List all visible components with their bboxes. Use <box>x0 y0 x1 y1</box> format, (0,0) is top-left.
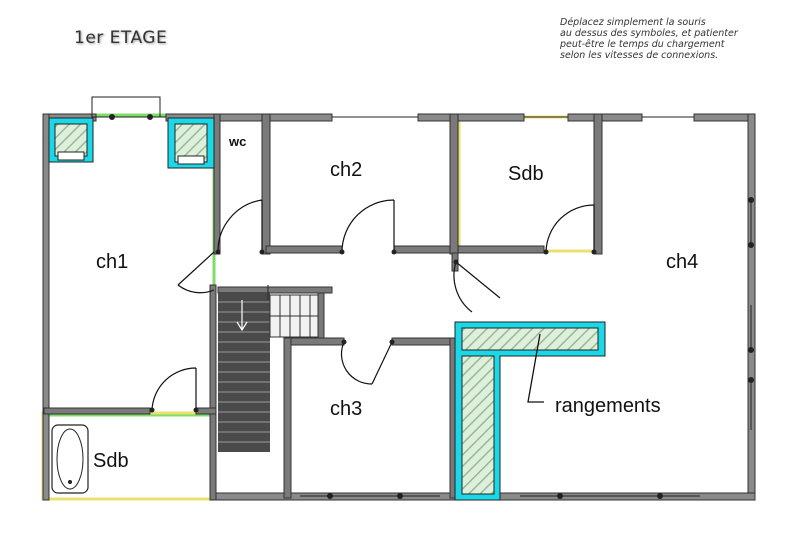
doors <box>151 199 595 411</box>
bathtub-icon[interactable] <box>51 424 89 494</box>
closet-hatch-icon[interactable] <box>48 117 94 163</box>
staircase-icon[interactable] <box>218 285 319 452</box>
closet-hatch-icon[interactable] <box>167 117 215 169</box>
room-label-rangements[interactable]: rangements <box>555 395 661 417</box>
room-label-wc[interactable]: wc <box>228 134 246 149</box>
side-windows <box>300 197 754 499</box>
room-label-sdb-top[interactable]: Sdb <box>508 163 544 185</box>
door-hinges <box>149 249 597 413</box>
interior-walls <box>43 113 603 501</box>
exterior-walls <box>42 113 756 501</box>
windows <box>91 96 694 120</box>
room-label-ch1[interactable]: ch1 <box>96 251 128 273</box>
room-label-ch4[interactable]: ch4 <box>666 251 698 273</box>
instructions-line: Déplacez simplement la souris <box>560 17 706 28</box>
instructions-line: peut-être le temps du chargement <box>560 39 725 50</box>
room-label-ch3[interactable]: ch3 <box>330 398 362 420</box>
instructions-line: au dessus des symboles, et patienter <box>560 28 738 39</box>
rangements-storage[interactable] <box>454 321 606 501</box>
room-label-sdb-bottom[interactable]: Sdb <box>93 450 129 472</box>
room-label-ch2[interactable]: ch2 <box>330 159 362 181</box>
instructions-text: Déplacez simplement la souris au dessus … <box>560 17 790 61</box>
floor-title: 1er ETAGE <box>74 28 168 48</box>
instructions-line: selon les vitesses de connexions. <box>560 50 719 61</box>
